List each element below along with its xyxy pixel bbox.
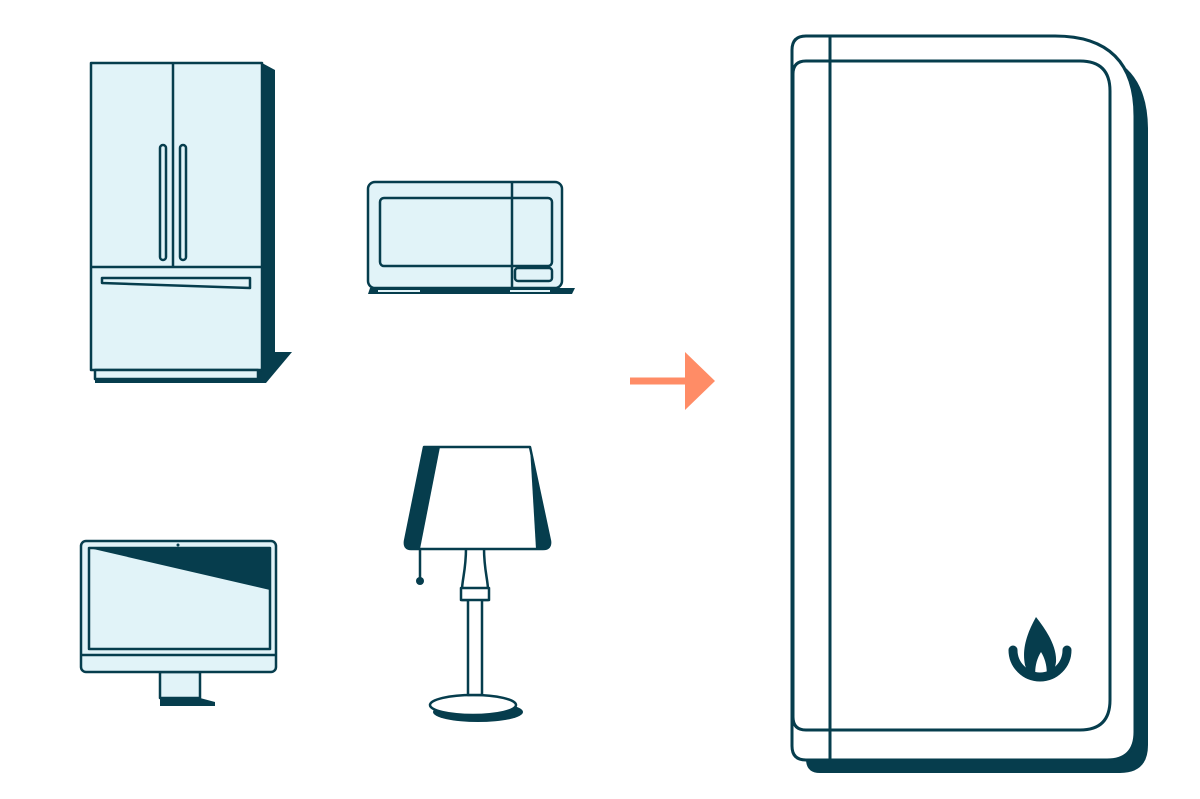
arrow-right-icon bbox=[630, 352, 715, 410]
flame-icon bbox=[1008, 617, 1072, 682]
lamp-icon bbox=[403, 445, 552, 722]
monitor-icon bbox=[79, 539, 278, 706]
microwave-icon bbox=[366, 180, 575, 294]
refrigerator-icon bbox=[89, 61, 292, 383]
power-station-icon bbox=[790, 34, 1148, 773]
